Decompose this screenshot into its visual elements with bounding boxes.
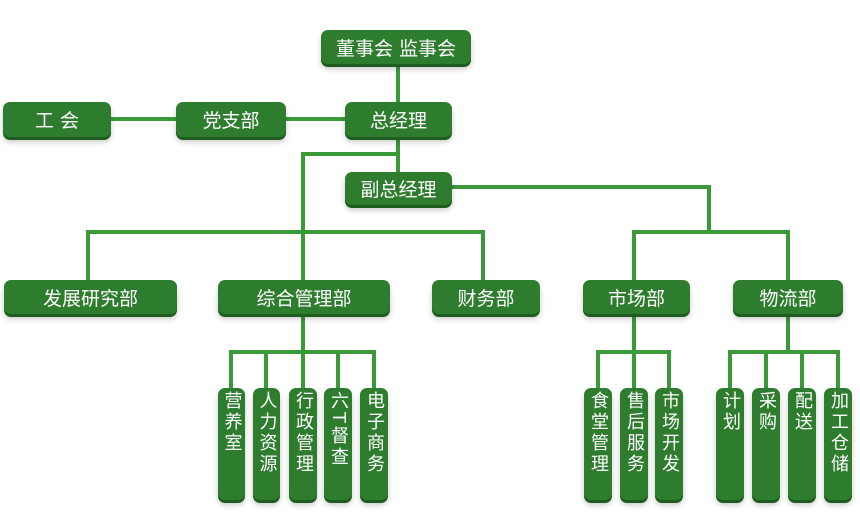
line-logistics-subs	[728, 350, 840, 388]
union-label: 工 会	[34, 110, 80, 132]
admin-sub-box: 营养室	[218, 388, 245, 500]
admin-sub-box: 人力资源	[253, 388, 280, 500]
rnd-label: 发展研究部	[42, 287, 138, 310]
deputy-gm-box: 副总经理	[345, 172, 452, 205]
line-deputy-right	[452, 185, 711, 232]
gm-box: 总经理	[345, 102, 452, 137]
market-box: 市场部	[583, 280, 690, 314]
market-sub-box: 售后服务	[620, 388, 648, 500]
market-label: 市场部	[607, 287, 665, 310]
admin-sub-box: 行政管理	[289, 388, 317, 500]
market-sub-box: 市场开发	[655, 388, 683, 500]
admin-box: 综合管理部	[218, 280, 390, 314]
finance-box: 财务部	[432, 280, 540, 314]
market-sub-label: 市场开发	[659, 391, 680, 475]
admin-label: 综合管理部	[256, 287, 352, 310]
admin-sub-box: 六T督查	[324, 388, 352, 500]
gm-label: 总经理	[369, 110, 427, 132]
logistics-sub-box: 加工仓储	[824, 388, 852, 500]
rnd-box: 发展研究部	[4, 280, 177, 314]
party-label: 党支部	[202, 110, 260, 132]
market-sub-label: 售后服务	[624, 391, 645, 475]
admin-sub-label: 六T督查	[328, 391, 349, 468]
logistics-label: 物流部	[759, 287, 817, 310]
line-left-departments	[86, 230, 485, 280]
market-sub-label: 食堂管理	[588, 391, 609, 475]
logistics-sub-label: 配送	[792, 391, 813, 433]
party-box: 党支部	[176, 102, 286, 137]
logistics-sub-label: 采购	[756, 391, 777, 433]
logistics-sub-box: 配送	[788, 388, 816, 500]
logistics-sub-box: 计划	[716, 388, 744, 500]
admin-sub-label: 电子商务	[364, 391, 385, 475]
deputy-gm-label: 副总经理	[360, 179, 437, 201]
board-label: 董事会 监事会	[335, 37, 457, 60]
admin-sub-label: 营养室	[221, 391, 243, 454]
market-sub-box: 食堂管理	[584, 388, 612, 500]
line-right-departments	[632, 230, 790, 280]
finance-label: 财务部	[457, 287, 515, 310]
union-box: 工 会	[3, 102, 111, 137]
logistics-sub-label: 计划	[720, 391, 741, 433]
logistics-sub-box: 采购	[752, 388, 780, 500]
admin-sub-label: 行政管理	[293, 391, 314, 475]
board-box: 董事会 监事会	[321, 30, 471, 64]
line-gm-branch	[301, 137, 400, 232]
admin-sub-box: 电子商务	[360, 388, 388, 500]
admin-sub-label: 人力资源	[256, 391, 278, 475]
logistics-sub-label: 加工仓储	[828, 391, 849, 475]
logistics-box: 物流部	[733, 280, 843, 314]
